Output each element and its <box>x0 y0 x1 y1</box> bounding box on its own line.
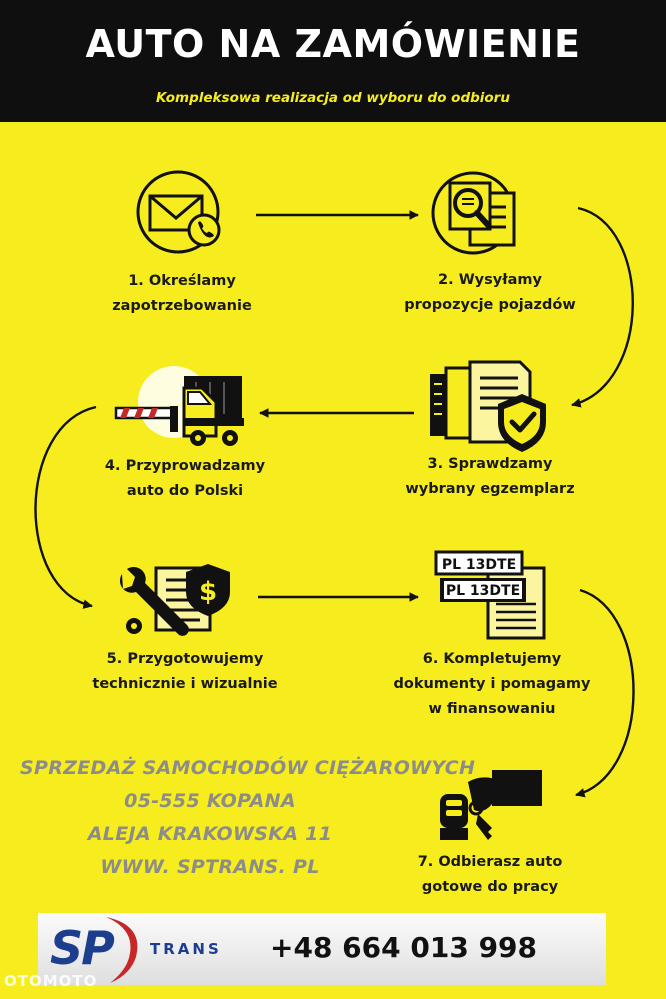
company-street: ALEJA KRAKOWSKA 11 <box>87 823 333 845</box>
watermark: OTOMOTO <box>4 972 98 990</box>
page-subtitle: Kompleksowa realizacja od wyboru do odbi… <box>156 90 510 106</box>
arrow-2-to-3 <box>571 206 634 408</box>
step-4-label: 4. Przyprowadzamy auto do Polski <box>104 458 266 499</box>
page-title: AUTO NA ZAMÓWIENIE <box>85 22 581 66</box>
step-1-label: 1. Określamy zapotrzebowanie <box>112 273 252 314</box>
company-logo-sp: SP <box>50 921 115 975</box>
license-plates-icon: PL 13DTE PL 13DTE <box>434 550 546 640</box>
step-2-label: 2. Wysyłamy propozycje pojazdów <box>404 272 576 313</box>
logo-swoosh-icon <box>106 917 138 983</box>
svg-text:$: $ <box>199 577 217 607</box>
company-info: SPRZEDAŻ SAMOCHODÓW CIĘŻAROWYCH 05-555 K… <box>20 752 476 884</box>
documents-shield-check-icon <box>430 360 546 452</box>
plate-text-front: PL 13DTE <box>442 557 516 573</box>
step-3-label: 3. Sprawdzamy wybrany egzemplarz <box>405 456 575 497</box>
phone-number[interactable]: +48 664 013 998 <box>270 931 538 964</box>
footer-banner: SP TRANS +48 664 013 998 <box>38 913 606 985</box>
truck-barrier-icon <box>114 366 244 446</box>
arrow-4-to-5 <box>34 405 97 609</box>
header-banner: AUTO NA ZAMÓWIENIE Kompleksowa realizacj… <box>0 0 666 122</box>
company-logo-trans: TRANS <box>150 940 222 958</box>
plate-text-back: PL 13DTE <box>446 583 520 599</box>
arrow-6-to-7 <box>575 588 635 798</box>
company-description: SPRZEDAŻ SAMOCHODÓW CIĘŻAROWYCH <box>20 757 476 779</box>
envelope-phone-icon <box>136 170 221 254</box>
company-postal-code: 05-555 KOPANA <box>124 790 296 812</box>
hand-car-key-icon <box>440 770 546 840</box>
step-5-label: 5. Przygotowujemy technicznie i wizualni… <box>92 651 278 692</box>
step-7-label: 7. Odbierasz auto gotowe do pracy <box>417 854 563 895</box>
document-magnifier-icon <box>431 171 516 255</box>
wrench-invoice-icon: $ <box>119 564 230 636</box>
step-6-label: 6. Kompletujemy dokumenty i pomagamy w f… <box>393 651 591 717</box>
company-website[interactable]: WWW. SPTRANS. PL <box>100 856 320 878</box>
